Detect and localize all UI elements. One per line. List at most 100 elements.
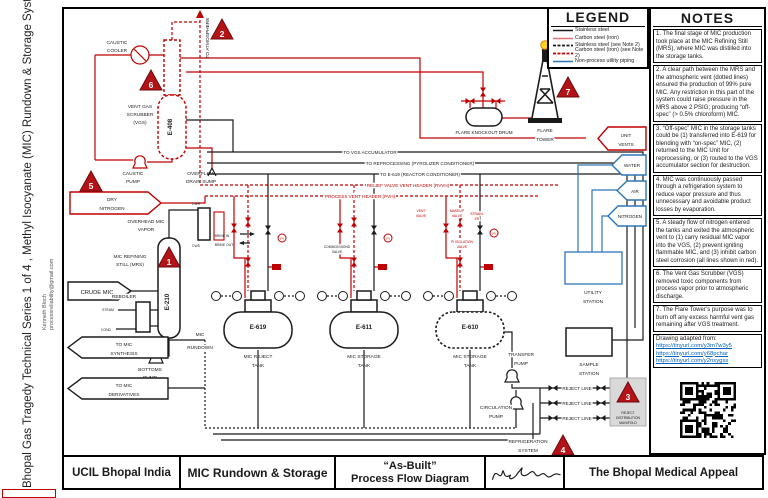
pi-isolation-label: PI ISOLATION: [451, 240, 474, 244]
caustic-pump-symbol: [132, 155, 148, 169]
utility-section: UNIT VENTS WATER AIR NITROGEN UTILITY ST…: [564, 126, 647, 305]
bottoms-pump-label: BOTTOMS: [138, 367, 162, 373]
vgs-tag: E-408: [167, 118, 174, 135]
svg-text:PUMP: PUMP: [514, 361, 528, 367]
svg-text:SYNTHESIS: SYNTHESIS: [110, 351, 137, 357]
svg-text:NITROGEN: NITROGEN: [99, 206, 125, 212]
svg-text:SYSTEM: SYSTEM: [518, 448, 538, 454]
tank-e619-label: MIC REJECT: [244, 354, 273, 360]
condenser: [197, 207, 211, 241]
hazard-triangle-1: 1: [157, 245, 181, 268]
strainer-label: STRAIN-: [470, 212, 484, 216]
svg-text:PUMP: PUMP: [489, 414, 503, 420]
title-block: UCIL Bhopal India MIC Rundown & Storage …: [62, 455, 764, 490]
legend-item: Carbon steel (iron) (see Note 2): [553, 47, 644, 59]
nitrogen-label: NITROGEN: [618, 214, 642, 219]
circulation-pump-label: CIRCULATION: [480, 405, 513, 411]
to-mic-derivatives-box: [66, 377, 169, 400]
note-6: 6. The Vent Gas Scrubber (VGS) removed t…: [653, 269, 762, 303]
vent-valve-label: VENT: [416, 209, 425, 213]
note-4: 4. MIC was continuously passed through a…: [653, 174, 762, 216]
water-label: WATER: [624, 163, 641, 168]
tank-e610: E-610 MIC STORAGE TANK PI VENT VALVE MAK…: [415, 208, 517, 369]
svg-text:TANK: TANK: [252, 363, 265, 369]
tank-e611-shell: [329, 311, 399, 349]
note-1: 1. The final stage of MIC production too…: [653, 29, 762, 63]
reboiler-label: REBOILER: [112, 294, 137, 300]
piping-carbon-steel: [94, 10, 586, 298]
flare-tower-label: FLARE: [537, 128, 552, 134]
svg-text:VALVE: VALVE: [416, 214, 427, 218]
flare-base: [528, 118, 562, 123]
hazard-triangle-7: 7: [556, 75, 580, 98]
source-link-1[interactable]: https://tinyurl.com/y3m7w3y5: [656, 343, 732, 349]
reboiler: [135, 301, 151, 333]
air-box: [615, 180, 647, 201]
flare-knockout-label: FLARE KNOCKOUT DRUM: [455, 130, 512, 135]
hazard-triangle-4: 4: [551, 433, 575, 456]
note-2: 2. A clear path between the MRS and the …: [653, 65, 762, 122]
to-mic-synthesis-box: [66, 336, 169, 359]
refrigeration-label: REFRIGERATION: [508, 439, 548, 445]
tank-e611: E-611 MIC STORAGE TANK PI COMMON BOND VA…: [317, 233, 411, 369]
document-title-cell: “As-Built” Process Flow Diagram: [336, 457, 486, 488]
transfer-pump-symbol: [504, 369, 520, 383]
organization-cell: The Bhopal Medical Appeal: [588, 466, 739, 479]
caustic-pump-label: CAUSTIC: [122, 171, 144, 177]
legend-item: Stainless steel (see Note 2): [553, 42, 640, 49]
flare-knockout-drum: [465, 107, 503, 127]
brine-out-label: BRINE OUT: [215, 243, 233, 247]
legend-item: Non-process utility piping: [553, 57, 635, 64]
reject-manifold-label: REJECT: [621, 411, 634, 415]
unit-vents-box: [597, 126, 647, 151]
overhead-vapor-label: OVERHEAD MIC: [127, 219, 165, 225]
mrs-section: DRY NITROGEN OVERHEAD MIC VAPOR CWR CWS …: [66, 191, 225, 400]
svg-text:3: 3: [626, 392, 631, 402]
legend-item: Carbon steel (iron): [553, 34, 619, 41]
source-link-2[interactable]: https://tinyurl.com/y68pchar: [656, 350, 729, 357]
utility-station-box: [564, 251, 623, 285]
unit-vents-label: UNIT: [621, 133, 632, 138]
brine-in-label: BRINE IN: [215, 234, 230, 238]
common-bond-label: COMMON BOND: [324, 245, 351, 249]
qr-code: [653, 371, 762, 450]
dry-nitrogen-label: DRY: [107, 197, 118, 203]
brine-in-arrowhead: [250, 232, 255, 236]
vgs-column: [163, 39, 181, 96]
note-5: 5. A steady flow of nitrogen entered the…: [653, 218, 762, 267]
mrs-label: MIC REFINING: [113, 254, 146, 260]
to-mic-derivatives-label: TO MIC: [116, 383, 133, 389]
adapted-from-label: Drawing adapted from:: [656, 335, 717, 342]
svg-text:DERIVATIVES: DERIVATIVES: [108, 392, 139, 398]
tank-e619: E-619 MIC REJECT TANK PI BRINE IN BRINE …: [211, 233, 305, 369]
makeup-valve-label: MAKEUP: [450, 209, 465, 213]
source-link-3[interactable]: https://tinyurl.com/y2nsygsx: [656, 358, 729, 365]
note-3: 3. “Off-spec” MIC in the storage tanks c…: [653, 123, 762, 173]
utility-station-label: UTILITY: [584, 290, 603, 296]
header-vgs-accumulator: TO VGS ACCUMULATOR: [343, 150, 397, 155]
tank-e611-label: MIC STORAGE: [347, 354, 381, 360]
svg-text:PI: PI: [280, 237, 283, 241]
dry-nitrogen-box: [69, 191, 163, 215]
notes-panel: NOTES 1. The final stage of MIC producti…: [649, 7, 766, 455]
svg-text:SCRUBBER: SCRUBBER: [127, 112, 154, 118]
overflow-drain-sump-label: OVERFLOW: [187, 171, 215, 177]
safety-valve: [484, 264, 493, 270]
vent-headers: TO VGS ACCUMULATOR TO REPROCESSING (PYRO…: [324, 149, 476, 200]
svg-text:DISTRIBUTION: DISTRIBUTION: [616, 416, 640, 420]
notes-title: NOTES: [653, 10, 762, 27]
svg-text:MANIFOLD: MANIFOLD: [619, 421, 637, 425]
vgs-section: CAUSTIC COOLER E-408 VENT GAS SCRUBBER (…: [106, 18, 216, 185]
reject-line-3-label: REJECT LINE: [562, 416, 591, 421]
svg-text:VALVE: VALVE: [332, 250, 343, 254]
reject-line-2-label: REJECT LINE: [562, 401, 591, 406]
reject-line-1-label: REJECT LINE: [562, 386, 591, 391]
legend-title: LEGEND: [551, 9, 645, 27]
cws-label: CWS: [192, 244, 201, 248]
mic-rundown-label: MIC: [196, 332, 205, 338]
svg-text:TOWER: TOWER: [536, 137, 554, 143]
svg-text:1: 1: [167, 257, 172, 267]
svg-text:STATION: STATION: [583, 299, 604, 305]
vgs-label: VENT GAS: [128, 104, 152, 110]
transfer-pump-label: TRANSFER: [508, 352, 534, 358]
